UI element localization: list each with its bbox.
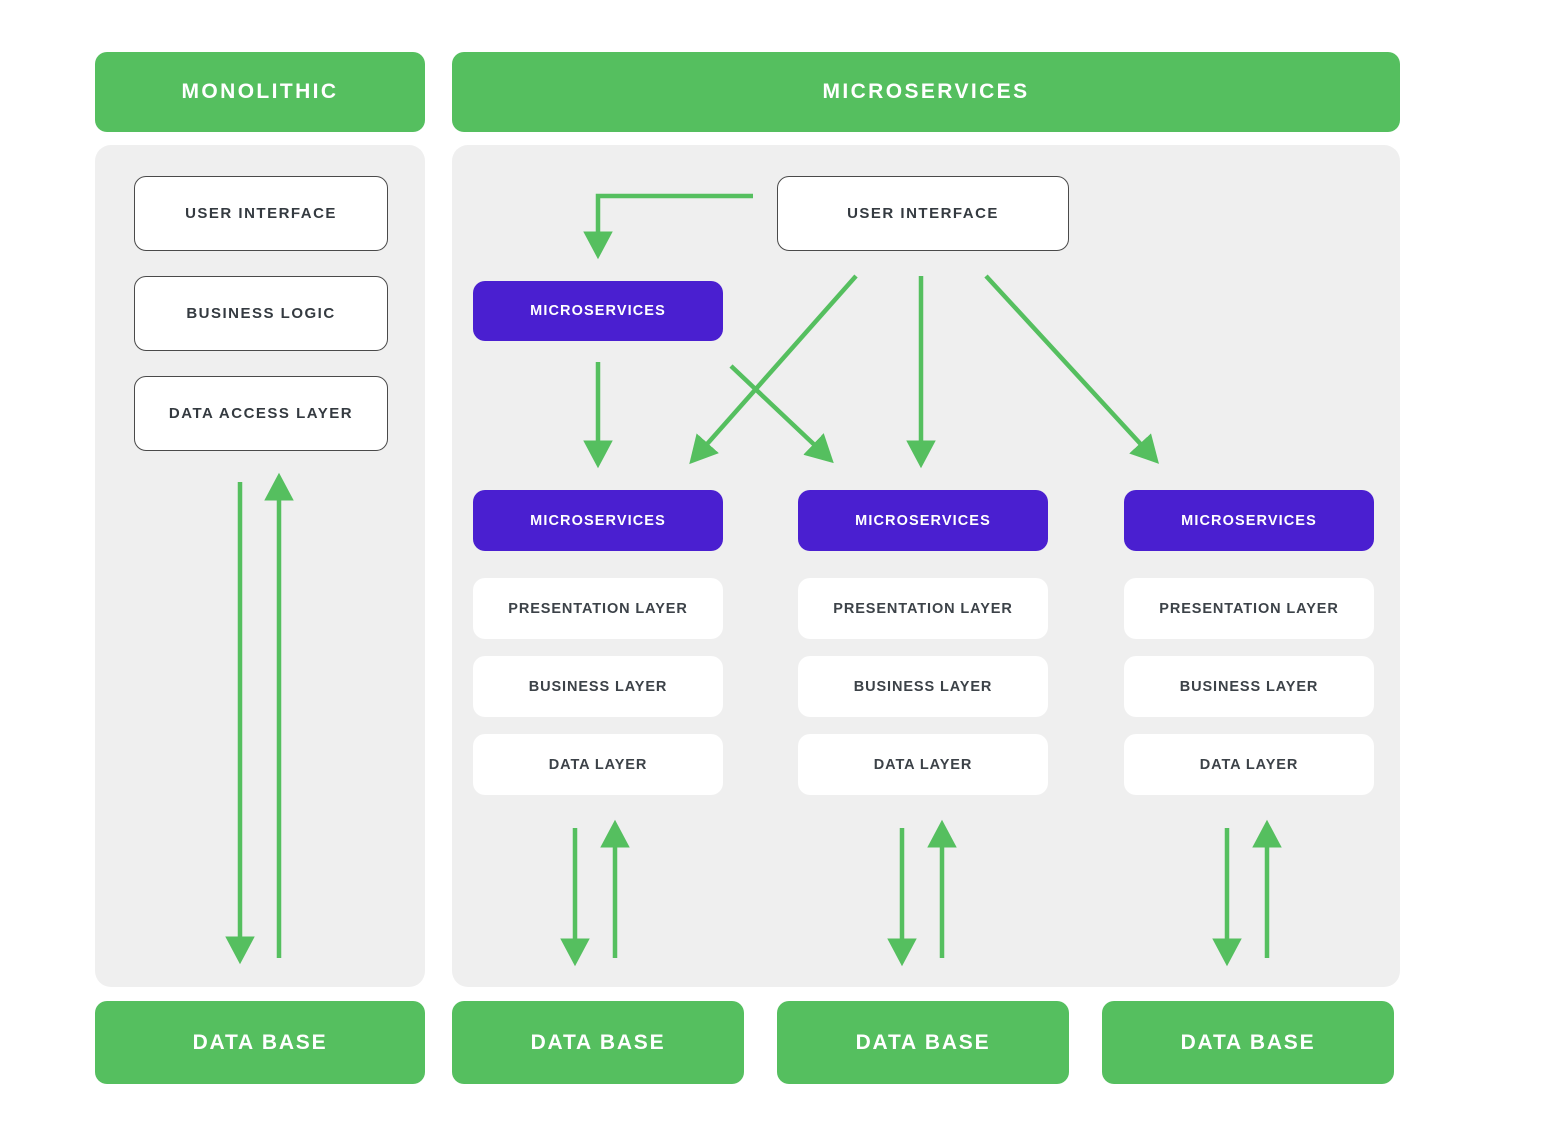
monolithic-header: MONOLITHIC <box>95 52 425 132</box>
microservices-service-3[interactable]: MICROSERVICES <box>1124 490 1374 551</box>
microservices-col2-business-layer[interactable]: BUSINESS LAYER <box>798 656 1048 717</box>
microservices-service-2[interactable]: MICROSERVICES <box>798 490 1048 551</box>
monolithic-layer-business-logic[interactable]: BUSINESS LOGIC <box>134 276 388 351</box>
microservices-panel <box>452 145 1400 987</box>
monolithic-layer-data-access[interactable]: DATA ACCESS LAYER <box>134 376 388 451</box>
microservices-user-interface[interactable]: USER INTERFACE <box>777 176 1069 251</box>
microservices-col1-presentation-layer[interactable]: PRESENTATION LAYER <box>473 578 723 639</box>
microservices-col1-business-layer[interactable]: BUSINESS LAYER <box>473 656 723 717</box>
microservices-col2-data-layer[interactable]: DATA LAYER <box>798 734 1048 795</box>
microservices-col3-data-layer[interactable]: DATA LAYER <box>1124 734 1374 795</box>
microservices-col2-presentation-layer[interactable]: PRESENTATION LAYER <box>798 578 1048 639</box>
monolithic-layer-user-interface[interactable]: USER INTERFACE <box>134 176 388 251</box>
microservices-database-3[interactable]: DATA BASE <box>1102 1001 1394 1084</box>
microservices-col1-data-layer[interactable]: DATA LAYER <box>473 734 723 795</box>
microservices-service-1[interactable]: MICROSERVICES <box>473 490 723 551</box>
microservices-header: MICROSERVICES <box>452 52 1400 132</box>
monolithic-database[interactable]: DATA BASE <box>95 1001 425 1084</box>
microservices-database-1[interactable]: DATA BASE <box>452 1001 744 1084</box>
microservices-database-2[interactable]: DATA BASE <box>777 1001 1069 1084</box>
microservices-col3-presentation-layer[interactable]: PRESENTATION LAYER <box>1124 578 1374 639</box>
microservices-col3-business-layer[interactable]: BUSINESS LAYER <box>1124 656 1374 717</box>
monolithic-panel <box>95 145 425 987</box>
microservices-gateway-service[interactable]: MICROSERVICES <box>473 281 723 341</box>
